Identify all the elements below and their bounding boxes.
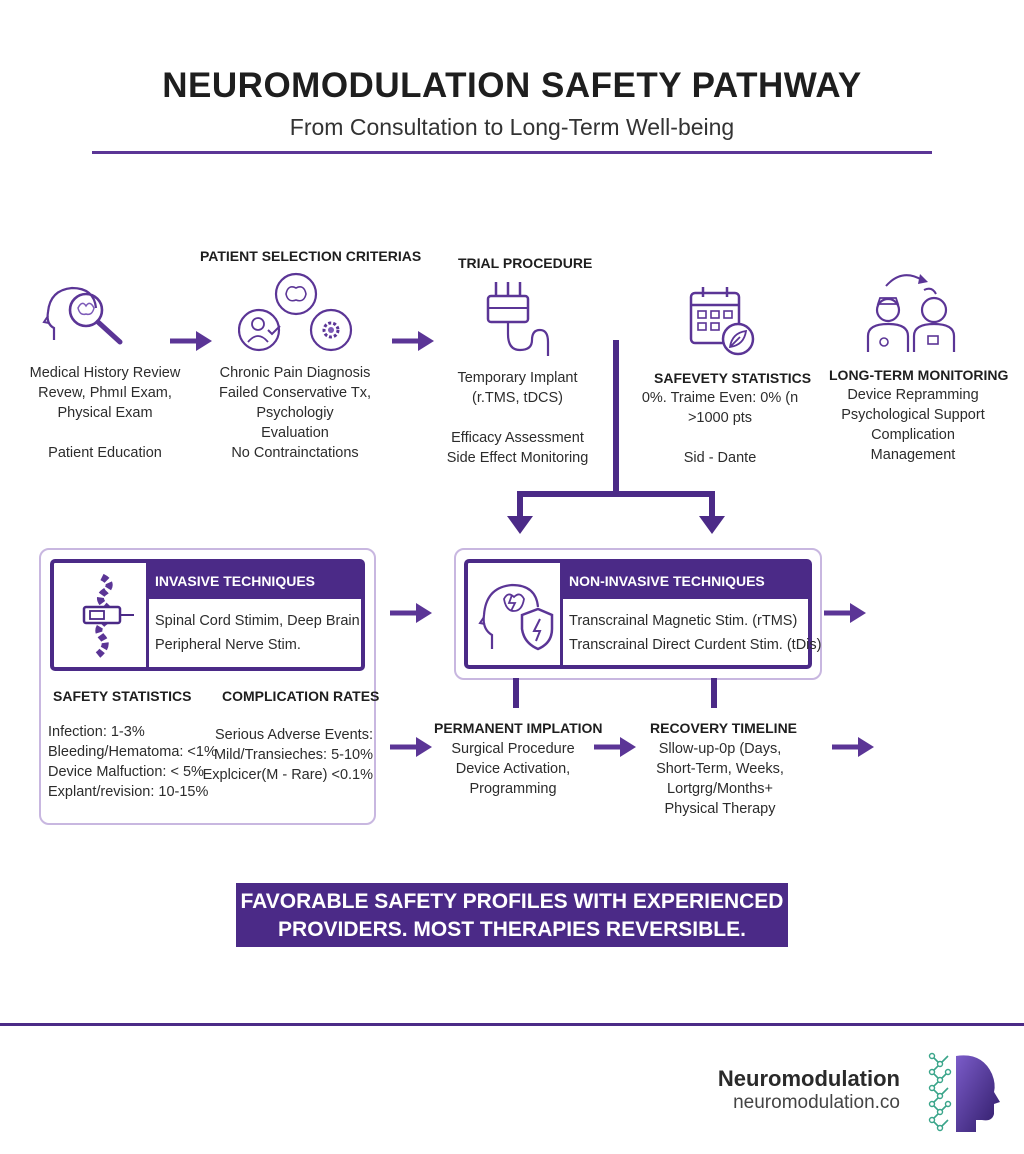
recovery-heading: RECOVERY TIMELINE — [650, 720, 798, 736]
flow-arrow-icon — [390, 603, 432, 623]
history-line — [20, 423, 190, 443]
noninvasive-text: Transcrainal Magnetic Stim. (rTMS) Trans… — [569, 609, 821, 657]
safety-top-line: Sid - Dante — [683, 450, 757, 466]
safety-stat-line: Bleeding/Hematoma: <1% — [48, 744, 217, 760]
person-check-icon — [238, 308, 281, 352]
safety-stat-line: Device Malfuction: < 5% — [48, 764, 204, 780]
selection-line: No Contrainctations — [231, 445, 359, 461]
step-safety-text: 0%. Traime Even: 0% (n >1000 pts Sid - D… — [640, 388, 800, 468]
history-line: Revew, Phmıl Exam, — [38, 385, 172, 401]
longterm-line: Management — [870, 447, 956, 463]
trial-line: (r.TMS, tDCS) — [471, 390, 564, 406]
header-divider — [92, 151, 932, 154]
flow-arrow-icon — [832, 737, 874, 757]
safety-stats-heading: SAFETY STATISTICS — [53, 688, 192, 704]
spine-implant-icon — [82, 573, 134, 658]
safety-stat-line: Infection: 1-3% — [48, 724, 145, 740]
recovery-line: Physical Therapy — [664, 801, 776, 817]
selection-icons — [238, 272, 353, 352]
noninvasive-panel: NON-INVASIVE TECHNIQUES Transcrainal Mag… — [454, 548, 822, 680]
step-selection-text: Chronic Pain Diagnosis Failed Conservati… — [215, 363, 375, 463]
safety-top-line — [640, 428, 800, 448]
safety-stat-line: Explant/revision: 10-15% — [48, 784, 209, 800]
trial-heading: TRIAL PROCEDURE — [458, 255, 593, 271]
calendar-leaf-icon — [689, 287, 755, 356]
selection-line: Failed Conservative Tx, — [218, 385, 372, 401]
step-trial-text: Temporary Implant (r.TMS, tDCS) Efficacy… — [440, 368, 595, 468]
complication-line: Mild/Transieches: 5-10% — [213, 747, 373, 763]
invasive-heading: INVASIVE TECHNIQUES — [149, 563, 361, 599]
step-longterm-text: Device Repramming Psychological Support … — [830, 385, 996, 465]
footer-divider — [0, 1023, 1024, 1026]
flow-arrow-icon — [392, 331, 434, 351]
page-subtitle: From Consultation to Long-Term Well-bein… — [289, 114, 735, 140]
trial-line: Temporary Implant — [457, 370, 578, 386]
permanent-line: Surgical Procedure — [451, 741, 575, 757]
recovery-line: Lortgrg/Months+ — [667, 781, 773, 797]
noninvasive-heading: NON-INVASIVE TECHNIQUES — [563, 563, 808, 599]
footer-url: neuromodulation.co — [733, 1092, 900, 1113]
flow-arrow-icon — [390, 737, 432, 757]
invasive-card: INVASIVE TECHNIQUES Spinal Cord Stimim, … — [50, 559, 365, 671]
history-line: Patient Education — [48, 445, 162, 461]
safety-top-heading: SAFEVETY STATISTICS — [654, 370, 812, 386]
noninvasive-card: NON-INVASIVE TECHNIQUES Transcrainal Mag… — [464, 559, 821, 669]
flow-arrow-icon — [594, 737, 636, 757]
connector-stub — [711, 678, 717, 708]
head-magnifier-icon — [42, 286, 123, 345]
permanent-line: Device Activation, — [455, 761, 571, 777]
step-history-text: Medical History Review Revew, Phmıl Exam… — [20, 363, 190, 463]
recovery-line: Short-Term, Weeks, — [656, 761, 784, 777]
complication-rates-list: Serious Adverse Events: Mild/Transieches… — [201, 725, 373, 785]
safety-stats-list: Infection: 1-3% Bleeding/Hematoma: <1% D… — [48, 722, 217, 802]
head-shield-icon — [478, 583, 554, 651]
selection-heading: PATIENT SELECTION CRITERIAS — [200, 248, 422, 264]
flow-arrow-icon — [824, 603, 866, 623]
permanent-line: Programming — [469, 781, 557, 797]
longterm-line: Complication — [871, 427, 955, 443]
flow-arrow-icon — [170, 331, 212, 351]
recovery-line: Sllow-up-0p (Days, — [658, 741, 782, 757]
card-divider — [146, 563, 149, 667]
trial-line: Side Effect Monitoring — [446, 450, 589, 466]
page-title: NEUROMODULATION SAFETY PATHWAY — [162, 66, 862, 105]
gear-circle-icon — [309, 308, 353, 352]
longterm-heading: LONG-TERM MONITORING — [829, 367, 1009, 383]
branch-connector-icon — [507, 340, 725, 534]
brain-circle-icon — [274, 272, 318, 316]
permanent-text: Surgical Procedure Device Activation, Pr… — [433, 739, 593, 799]
safety-top-line: >1000 pts — [687, 410, 753, 426]
history-line: Physical Exam — [57, 405, 153, 421]
selection-line: Evaluation — [261, 425, 329, 441]
invasive-panel: INVASIVE TECHNIQUES Spinal Cord Stimim, … — [39, 548, 380, 825]
complication-line: Serious Adverse Events: — [215, 727, 373, 743]
permanent-heading: PERMANENT IMPLATION — [434, 720, 603, 736]
card-divider — [560, 563, 563, 665]
noninvasive-line: Transcrainal Magnetic Stim. (rTMS) — [569, 613, 798, 629]
history-line: Medical History Review — [29, 365, 181, 381]
noninvasive-line: Transcrainal Direct Curdent Stim. (tDis) — [569, 637, 822, 653]
banner-line: FAVORABLE SAFETY PROFILES WITH EXPERIENC… — [240, 890, 784, 913]
longterm-line: Psychological Support — [841, 407, 985, 423]
connector-stub — [513, 678, 519, 708]
electrode-plug-icon — [486, 282, 550, 356]
invasive-line: Peripheral Nerve Stim. — [155, 637, 301, 653]
molecule-head-logo-icon — [928, 1052, 1000, 1132]
banner-line: PROVIDERS. MOST THERAPIES REVERSIBLE. — [278, 918, 746, 941]
complication-line: Explcicer(M - Rare) <0.1% — [202, 767, 373, 783]
safety-top-line: 0%. Traime Even: 0% (n — [641, 390, 799, 406]
doctor-patient-icon — [866, 274, 956, 352]
selection-line: Psychologiy — [256, 405, 334, 421]
invasive-text: Spinal Cord Stimim, Deep Brain Periphera… — [155, 609, 360, 657]
selection-line: Chronic Pain Diagnosis — [219, 365, 371, 381]
footer-brand: Neuromodulation — [717, 1066, 900, 1091]
complication-rates-heading: COMPLICATION RATES — [222, 688, 380, 704]
recovery-text: Sllow-up-0p (Days, Short-Term, Weeks, Lo… — [640, 739, 800, 819]
conclusion-banner: FAVORABLE SAFETY PROFILES WITH EXPERIENC… — [236, 883, 788, 947]
invasive-line: Spinal Cord Stimim, Deep Brain — [155, 613, 360, 629]
trial-line: Efficacy Assessment — [451, 430, 584, 446]
longterm-line: Device Repramming — [847, 387, 979, 403]
